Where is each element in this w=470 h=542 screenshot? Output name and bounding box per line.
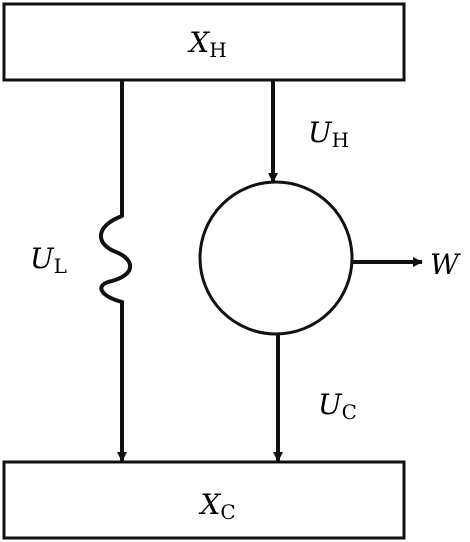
- hot-reservoir-box: [2, 2, 406, 82]
- heat-leak-symbol: U: [30, 242, 55, 275]
- heat-in-label: UH: [308, 116, 349, 152]
- hot-reservoir-label: XH: [187, 26, 226, 62]
- heat-leak-path: [98, 80, 133, 462]
- heat-out-subscript: C: [342, 400, 357, 424]
- hot-reservoir: XH: [2, 2, 406, 82]
- heat-out-label: UC: [318, 388, 357, 424]
- cold-reservoir: XC: [2, 460, 406, 540]
- hot-reservoir-symbol: X: [187, 26, 210, 59]
- cold-reservoir-label: XC: [198, 488, 235, 524]
- heat-out-symbol: U: [318, 388, 343, 421]
- hot-reservoir-subscript: H: [209, 38, 226, 62]
- heat-in-subscript: H: [332, 128, 349, 152]
- cold-reservoir-subscript: C: [220, 500, 235, 524]
- work-label: W: [430, 248, 461, 281]
- engine-circle: [198, 180, 354, 336]
- heat-leak-squiggle: [98, 214, 133, 304]
- heat-in-symbol: U: [308, 116, 333, 149]
- heat-leak-label: UL: [30, 242, 67, 278]
- work-symbol: W: [430, 248, 461, 281]
- cold-reservoir-symbol: X: [198, 488, 221, 521]
- heat-leak-subscript: L: [54, 254, 67, 278]
- cold-reservoir-box: [2, 460, 406, 540]
